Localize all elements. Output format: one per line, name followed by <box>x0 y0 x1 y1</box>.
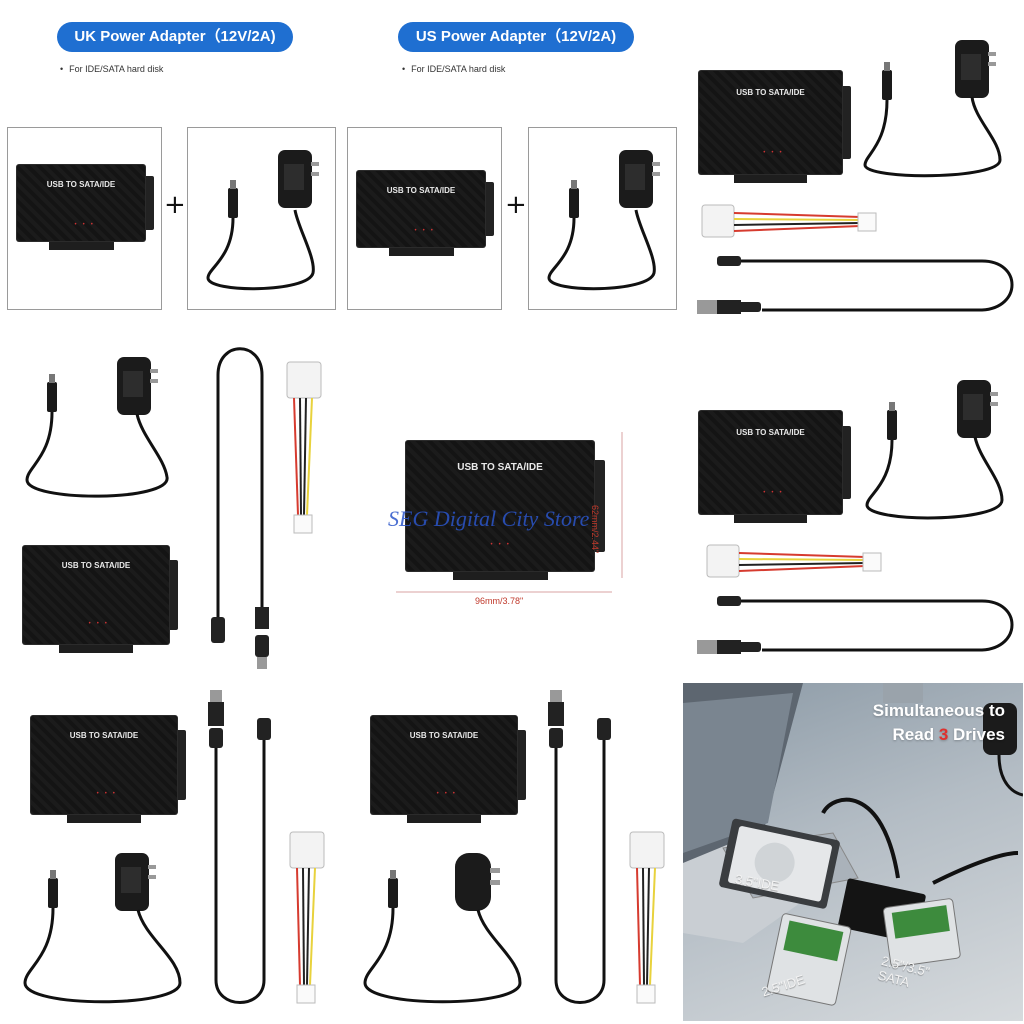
photo-heading-line2: Read 3 Drives <box>893 725 1005 745</box>
power-adapter-icon <box>863 40 1002 178</box>
heading-number: 3 <box>938 725 949 744</box>
adapter-device: USB TO SATA/IDE ••• <box>22 545 178 653</box>
us-title-badge: US Power Adapter（12V/2A) <box>398 22 634 52</box>
dimension-lines <box>396 432 623 593</box>
power-adapter-icon <box>206 150 319 291</box>
molex-cable-icon <box>629 831 665 1004</box>
uk-power-frame <box>187 127 336 310</box>
lifestyle-photo: Simultaneous to Read 3 Drives 3.5"IDE 2.… <box>683 683 1023 1021</box>
power-adapter-icon <box>547 150 660 291</box>
device-label: USB TO SATA/IDE <box>61 561 131 570</box>
adapter-device: USB TO SATA/IDE ••• <box>356 170 494 256</box>
device-label: USB TO SATA/IDE <box>46 180 116 189</box>
molex-cable-icon <box>706 544 882 578</box>
adapter-device: USB TO SATA/IDE ••• <box>30 715 186 823</box>
plus-sign: + <box>505 190 527 220</box>
adapter-device: USB TO SATA/IDE ••• <box>698 70 851 183</box>
device-label: USB TO SATA/IDE <box>409 731 479 740</box>
uk-title-badge: UK Power Adapter（12V/2A) <box>57 22 293 52</box>
usb-cable-icon <box>697 596 1014 654</box>
adapter-device: USB TO SATA/IDE ••• <box>698 410 851 523</box>
adapter-device: USB TO SATA/IDE ••• <box>16 164 154 250</box>
height-dimension: 62mm/2.44" <box>590 505 600 554</box>
power-adapter-icon <box>865 380 1004 520</box>
molex-cable-icon <box>701 204 877 238</box>
scene-illustration <box>683 683 1023 1006</box>
device-label: USB TO SATA/IDE <box>69 731 139 740</box>
heading-suffix: Drives <box>948 725 1005 744</box>
molex-cable-icon <box>286 361 322 534</box>
uk-note: For IDE/SATA hard disk <box>60 64 163 74</box>
usb-cable-icon <box>211 347 269 669</box>
us-adapter-frame: USB TO SATA/IDE ••• <box>347 127 502 310</box>
power-adapter-icon <box>25 357 169 498</box>
adapter-device: USB TO SATA/IDE ••• <box>370 715 526 823</box>
usb-cable-icon <box>208 690 271 1004</box>
photo-heading-line1: Simultaneous to <box>872 701 1005 720</box>
molex-cable-icon <box>289 831 325 1004</box>
device-label: USB TO SATA/IDE <box>736 428 805 437</box>
usb-cable-icon <box>697 256 1014 314</box>
power-adapter-icon <box>23 853 182 1004</box>
store-watermark: SEG Digital City Store <box>388 506 590 531</box>
adapter-device-center: USB TO SATA/IDE ••• <box>405 440 605 580</box>
usb-cable-icon <box>548 690 611 1004</box>
heading-prefix: Read <box>892 725 939 744</box>
plus-sign: + <box>164 190 186 220</box>
device-label: USB TO SATA/IDE <box>457 462 543 473</box>
power-adapter-icon <box>363 853 522 1004</box>
device-label: USB TO SATA/IDE <box>386 186 456 195</box>
us-power-frame <box>528 127 677 310</box>
uk-adapter-frame: USB TO SATA/IDE ••• <box>7 127 162 310</box>
device-label: USB TO SATA/IDE <box>736 88 805 97</box>
width-dimension: 96mm/3.78" <box>475 596 524 606</box>
us-note: For IDE/SATA hard disk <box>402 64 505 74</box>
